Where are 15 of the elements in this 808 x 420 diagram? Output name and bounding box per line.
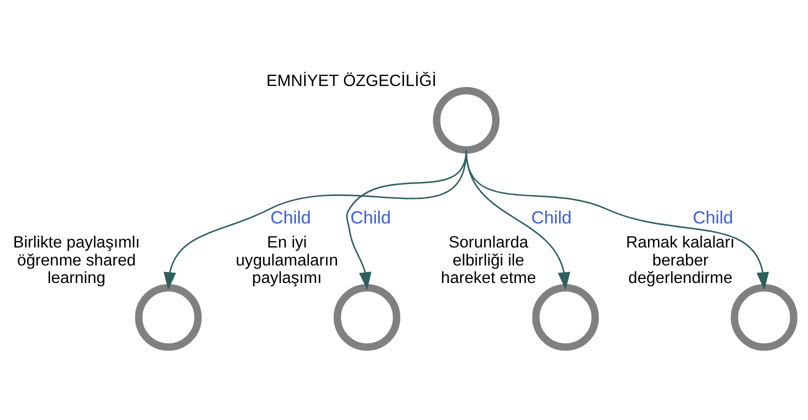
node-circle [730, 284, 798, 351]
node-label: Ramak kalaları beraber değerlendirme [626, 233, 735, 288]
node-label: Sorunlarda elbirliği ile hareket etme [440, 233, 536, 288]
node-label: EMNİYET ÖZGECİLİĞİ [266, 72, 436, 90]
arrow [466, 150, 770, 290]
edge-label: Child [270, 207, 311, 228]
edge-label: Child [531, 207, 572, 228]
node-label: En iyi uygulamaların paylaşımı [236, 233, 338, 288]
edge-label: Child [692, 207, 734, 228]
node-circle [432, 87, 500, 154]
edge-label: Child [350, 207, 391, 228]
node-label: Birlikte paylaşımlı öğrenme shared learning [13, 233, 140, 288]
node-circle [334, 284, 400, 351]
node-circle [532, 284, 599, 351]
node-circle [135, 284, 202, 351]
